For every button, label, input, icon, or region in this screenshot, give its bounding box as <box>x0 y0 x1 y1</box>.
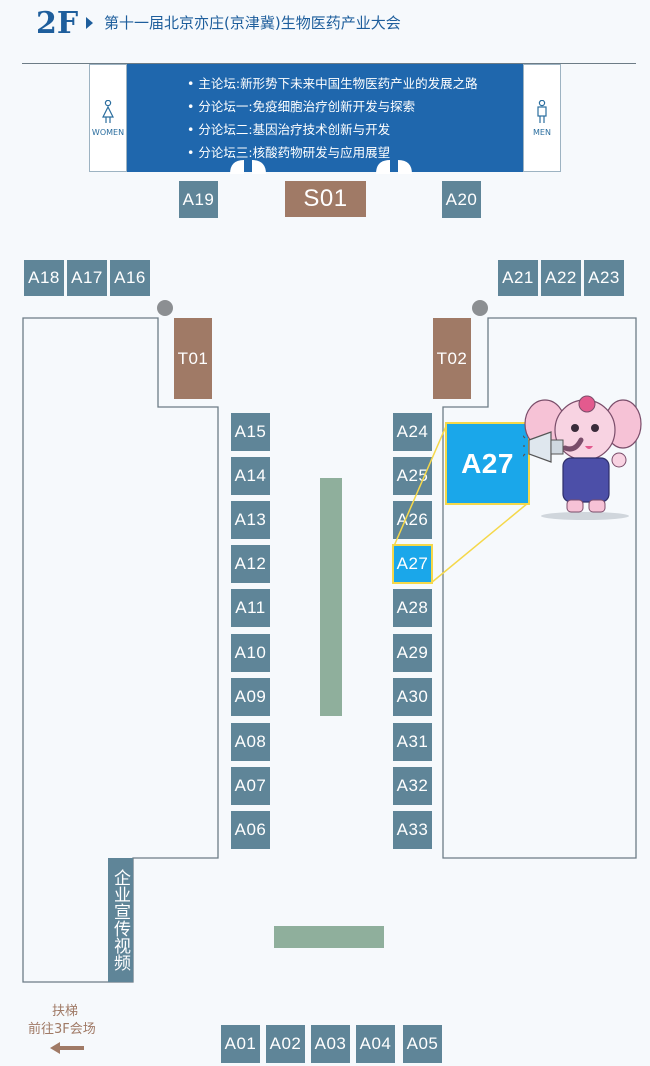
escalator-label-line1: 扶梯 <box>52 1004 79 1019</box>
booth-a14[interactable]: A14 <box>231 457 270 495</box>
booth-a12[interactable]: A12 <box>231 545 270 583</box>
women-restroom: WOMEN <box>89 64 127 172</box>
bottom-partition <box>274 926 384 948</box>
booth-a11[interactable]: A11 <box>231 589 270 627</box>
booth-a04[interactable]: A04 <box>356 1025 395 1063</box>
highlight-callout: A27 <box>445 422 530 505</box>
stage-s01[interactable]: S01 <box>285 181 366 217</box>
booth-a06[interactable]: A06 <box>231 811 270 849</box>
pillar-left <box>157 300 173 316</box>
booth-a10[interactable]: A10 <box>231 634 270 672</box>
escalator-label-line2: 前往3F会场 <box>28 1022 96 1037</box>
booth-a19[interactable]: A19 <box>179 181 218 218</box>
mascot-elephant-icon <box>523 395 642 520</box>
booth-a30[interactable]: A30 <box>393 678 432 716</box>
chevron-right-icon <box>86 17 93 29</box>
booth-a13[interactable]: A13 <box>231 501 270 539</box>
booth-a18[interactable]: A18 <box>24 260 64 296</box>
forum-item: • 分论坛三:核酸药物研发与应用展望 <box>187 145 391 160</box>
booth-a07[interactable]: A07 <box>231 767 270 805</box>
booth-a15[interactable]: A15 <box>231 413 270 451</box>
floor-label: 2F <box>36 6 79 41</box>
women-restroom-icon <box>102 99 114 123</box>
booth-a22[interactable]: A22 <box>541 260 581 296</box>
booth-a29[interactable]: A29 <box>393 634 432 672</box>
promo-video-wall: 企业宣传视频 <box>108 858 133 982</box>
arrow-left-icon <box>50 1042 84 1054</box>
booth-a24[interactable]: A24 <box>393 413 432 451</box>
door-left-icon <box>230 160 266 174</box>
forum-hall: • 主论坛:新形势下未来中国生物医药产业的发展之路 • 分论坛一:免疫细胞治疗创… <box>127 64 523 172</box>
stage-t01[interactable]: T01 <box>174 318 212 399</box>
booth-a32[interactable]: A32 <box>393 767 432 805</box>
booth-a02[interactable]: A02 <box>266 1025 305 1063</box>
forum-item: • 主论坛:新形势下未来中国生物医药产业的发展之路 <box>187 76 478 91</box>
booth-a33[interactable]: A33 <box>393 811 432 849</box>
pillar-right <box>472 300 488 316</box>
booth-a21[interactable]: A21 <box>498 260 538 296</box>
page-title: 第十一届北京亦庄(京津冀)生物医药产业大会 <box>104 14 401 32</box>
booth-a20[interactable]: A20 <box>442 181 481 218</box>
booth-a08[interactable]: A08 <box>231 723 270 761</box>
booth-a01[interactable]: A01 <box>221 1025 260 1063</box>
header-divider <box>22 63 636 64</box>
booth-a27[interactable]: A27 <box>392 544 433 584</box>
booth-a28[interactable]: A28 <box>393 589 432 627</box>
center-partition <box>320 478 342 716</box>
men-restroom: MEN <box>523 64 561 172</box>
booth-a26[interactable]: A26 <box>393 501 432 539</box>
booth-a09[interactable]: A09 <box>231 678 270 716</box>
booth-a03[interactable]: A03 <box>311 1025 350 1063</box>
booth-a23[interactable]: A23 <box>584 260 624 296</box>
booth-a16[interactable]: A16 <box>110 260 150 296</box>
men-restroom-icon <box>537 99 547 123</box>
men-label: MEN <box>533 127 551 137</box>
women-label: WOMEN <box>91 127 125 137</box>
booth-a25[interactable]: A25 <box>393 457 432 495</box>
forum-item: • 分论坛一:免疫细胞治疗创新开发与探索 <box>187 99 416 114</box>
booth-a31[interactable]: A31 <box>393 723 432 761</box>
door-right-icon <box>376 160 412 174</box>
stage-t02[interactable]: T02 <box>433 318 471 399</box>
forum-item: • 分论坛二:基因治疗技术创新与开发 <box>187 122 391 137</box>
booth-a05[interactable]: A05 <box>403 1025 442 1063</box>
booth-a17[interactable]: A17 <box>67 260 107 296</box>
